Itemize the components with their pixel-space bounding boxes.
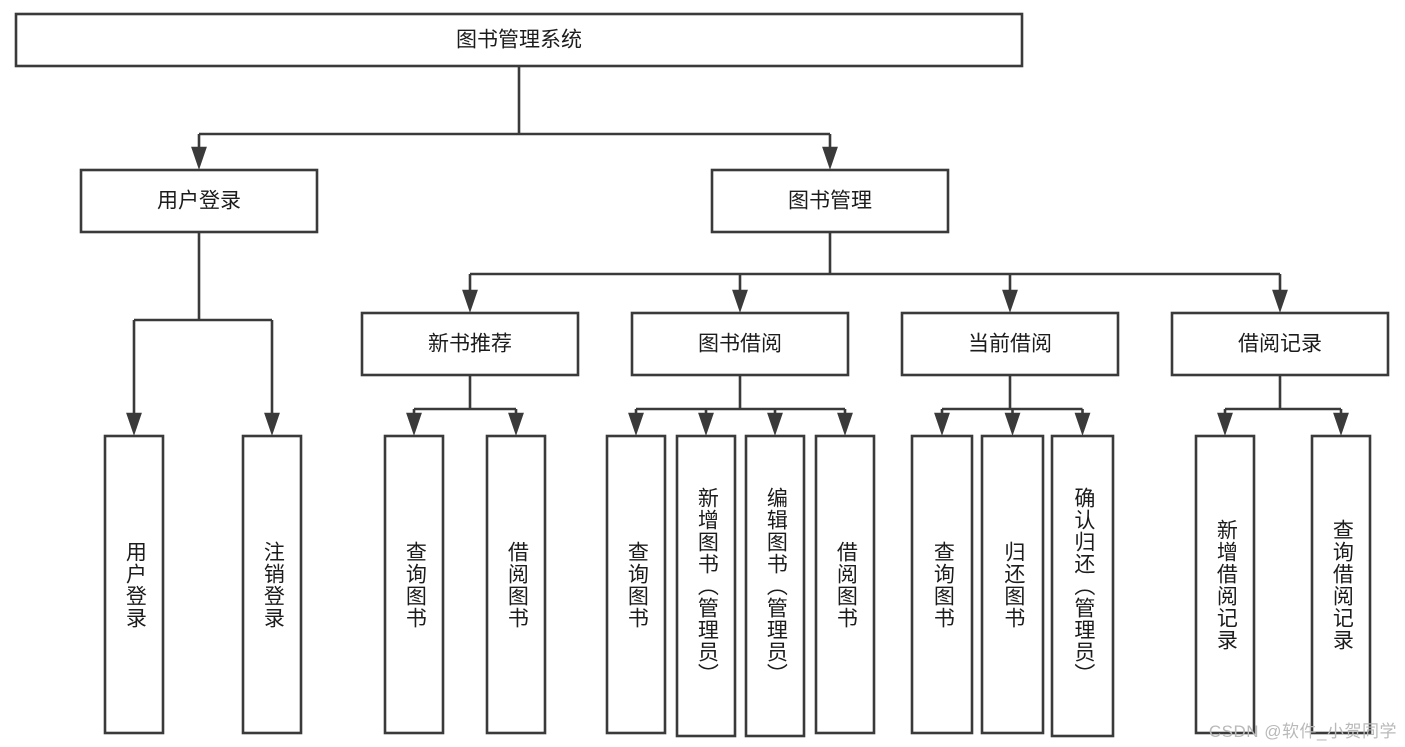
arrow-head-icon (628, 412, 644, 436)
leaf-node-2-rect (383, 434, 445, 735)
leaf-node-7[interactable] (814, 434, 876, 735)
leaf-node-8-rect (910, 434, 974, 735)
leaf-node-1-rect (241, 434, 303, 735)
edge-level3-2-to-leaves (934, 375, 1091, 436)
leaf-node-4[interactable] (605, 434, 667, 735)
leaf-node-11[interactable] (1194, 434, 1256, 735)
root-node[interactable]: 图书管理系统 (14, 12, 1024, 68)
leaf-node-5-rect (675, 434, 737, 738)
leaf-node-12[interactable] (1310, 434, 1372, 735)
leaf-node-5[interactable] (675, 434, 737, 738)
arrow-head-icon (934, 412, 950, 436)
level3-node-0-label: 新书推荐 (428, 333, 512, 356)
edge-level3-3-to-leaves (1217, 375, 1349, 436)
arrow-head-icon (767, 412, 783, 436)
level3-node-3-rect (1170, 311, 1390, 377)
leaf-node-6-rect (744, 434, 806, 738)
arrow-head-icon (406, 412, 422, 436)
level3-node-1-rect (630, 311, 850, 377)
edge-level3-0-to-leaves (406, 375, 524, 436)
leaf-node-2[interactable] (383, 434, 445, 735)
arrow-head-icon (1074, 412, 1091, 436)
leaf-node-9-rect (980, 434, 1045, 735)
leaf-node-1[interactable] (241, 434, 303, 735)
level3-node-2-label: 当前借阅 (968, 333, 1052, 356)
watermark-text: CSDN @软件_小贺同学 (1208, 722, 1397, 741)
leaf-node-11-rect (1194, 434, 1256, 735)
arrow-head-icon (1002, 289, 1018, 313)
connectors-layer (126, 66, 1349, 436)
edge-userlogin-to-leaves (126, 232, 280, 436)
arrow-head-icon (1333, 412, 1349, 436)
arrow-head-icon (264, 412, 280, 436)
level3-node-3[interactable]: 借阅记录 (1170, 311, 1390, 377)
level3-node-3-label: 借阅记录 (1238, 333, 1322, 356)
root-node-label: 图书管理系统 (456, 29, 582, 52)
arrow-head-icon (462, 289, 478, 313)
root-node-rect (14, 12, 1024, 68)
arrow-head-icon (508, 412, 524, 436)
level2-node-0[interactable]: 用户登录 (79, 168, 319, 234)
level2-node-0-label: 用户登录 (157, 190, 241, 213)
arrow-head-icon (126, 412, 142, 436)
leaf-node-10[interactable] (1050, 434, 1115, 738)
leaf-node-6[interactable] (744, 434, 806, 738)
arrow-head-icon (732, 289, 748, 313)
level2-node-0-rect (79, 168, 319, 234)
level3-node-1-label: 图书借阅 (698, 333, 782, 356)
arrow-head-icon (1272, 289, 1288, 313)
arrow-head-icon (837, 412, 853, 436)
arrow-head-icon (1217, 412, 1233, 436)
level2-node-1[interactable]: 图书管理 (710, 168, 950, 234)
leaf-node-10-rect (1050, 434, 1115, 738)
arrow-head-icon (1004, 412, 1021, 436)
level2-node-1-label: 图书管理 (788, 190, 872, 213)
leaf-node-3-rect (485, 434, 547, 735)
level3-node-2[interactable]: 当前借阅 (900, 311, 1120, 377)
leaf-node-9[interactable] (980, 434, 1045, 735)
arrow-head-icon (822, 146, 838, 170)
level2-node-1-rect (710, 168, 950, 234)
edge-level3-1-to-leaves (628, 375, 853, 436)
level3-node-1[interactable]: 图书借阅 (630, 311, 850, 377)
edge-bookmgmt-to-level3 (462, 232, 1288, 313)
edge-root-to-level2 (191, 66, 838, 170)
leaf-node-0-rect (103, 434, 165, 735)
arrow-head-icon (191, 146, 207, 170)
level3-node-2-rect (900, 311, 1120, 377)
leaf-node-12-rect (1310, 434, 1372, 735)
level3-node-0[interactable]: 新书推荐 (360, 311, 580, 377)
leaf-node-3[interactable] (485, 434, 547, 735)
level3-node-0-rect (360, 311, 580, 377)
leaf-node-0[interactable] (103, 434, 165, 735)
leaf-node-4-rect (605, 434, 667, 735)
arrow-head-icon (698, 412, 714, 436)
leaf-node-7-rect (814, 434, 876, 735)
leaf-node-8[interactable] (910, 434, 974, 735)
